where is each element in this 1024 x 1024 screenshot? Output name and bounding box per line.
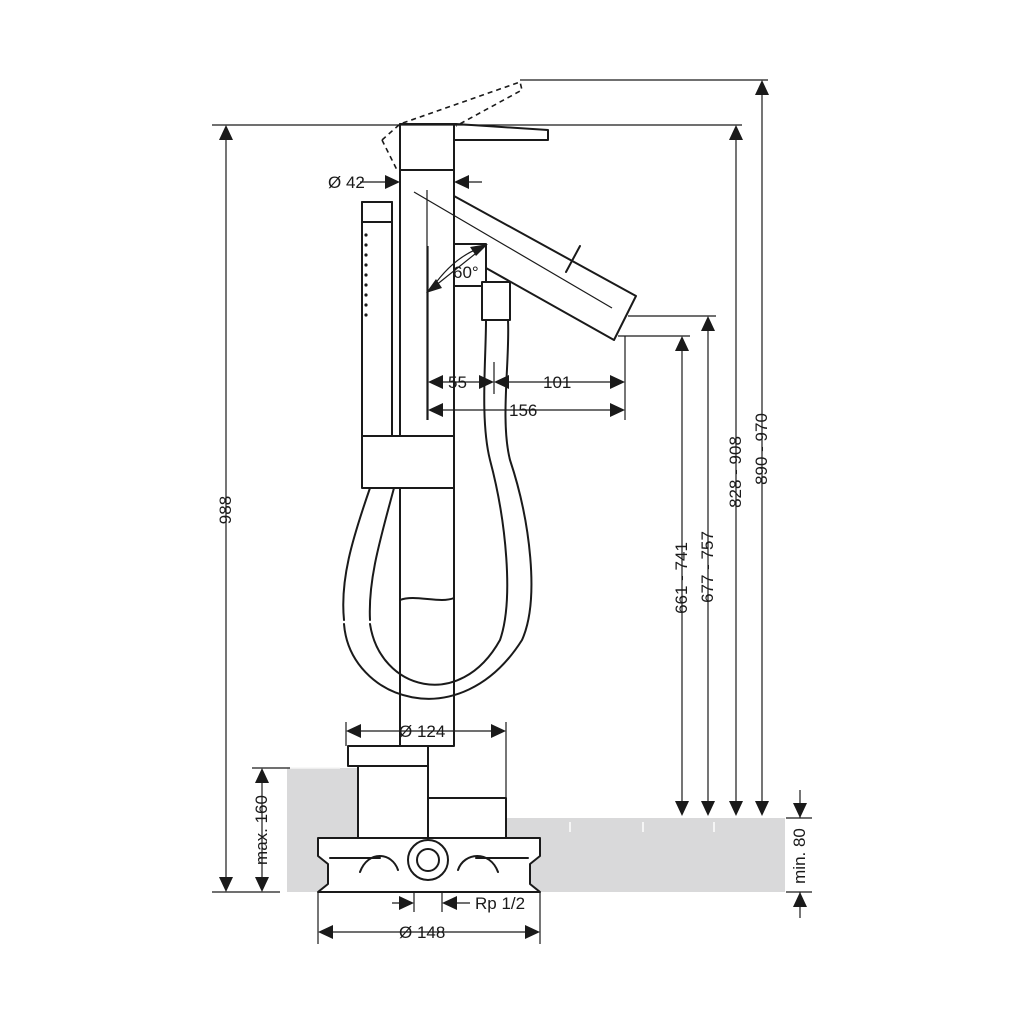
connection-pipe-icon — [407, 839, 449, 881]
label-max-installation: max. 160 — [252, 795, 271, 865]
floor-section — [287, 767, 785, 892]
extension-lines — [212, 79, 812, 944]
label-offset-spout: 101 — [543, 373, 571, 392]
label-base-diameter: Ø 148 — [399, 923, 445, 942]
label-offset-column: 55 — [448, 373, 467, 392]
label-overall-height: 988 — [216, 496, 235, 524]
dimension-lines — [219, 80, 807, 939]
label-min-floor: min. 80 — [790, 828, 809, 884]
mounting-body — [347, 745, 507, 839]
hand-shower — [342, 201, 533, 700]
dimension-labels: 988 828 - 908 890 - 970 661 - 741 677 - … — [216, 173, 809, 942]
label-lever-raised-height: 890 - 970 — [752, 413, 771, 485]
spout — [413, 191, 637, 341]
label-spout-edge-height: 677 - 757 — [698, 531, 717, 603]
shower-nozzles-icon — [364, 233, 368, 317]
label-connection-thread: Rp 1/2 — [475, 894, 525, 913]
label-column-diameter: Ø 42 — [328, 173, 365, 192]
label-spout-outlet-height: 661 - 741 — [672, 542, 691, 614]
base-plate — [317, 837, 541, 893]
label-total-reach: 156 — [509, 401, 537, 420]
label-collar-diameter: Ø 124 — [399, 722, 445, 741]
lever-handle — [381, 80, 549, 173]
label-rotation-angle: 60° — [453, 263, 479, 282]
label-lever-height: 828 - 908 — [726, 436, 745, 508]
